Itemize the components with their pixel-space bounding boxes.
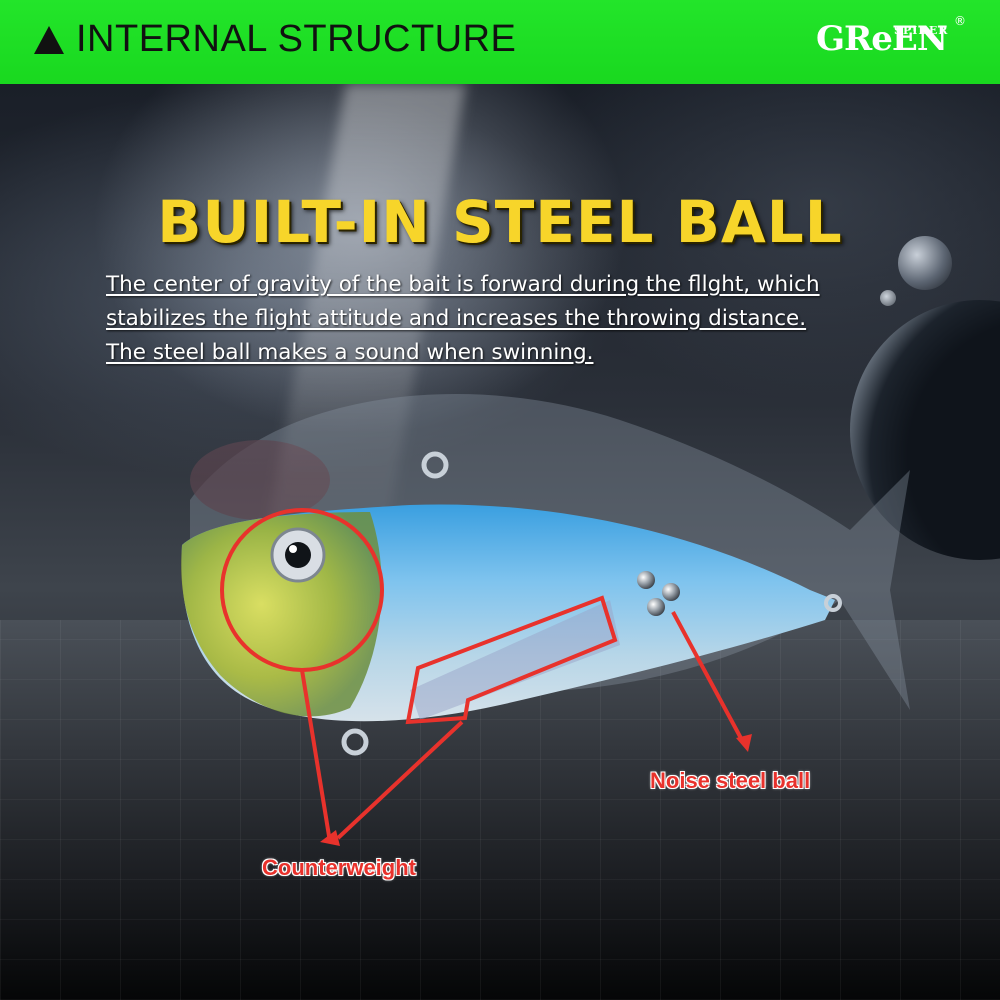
steel-ball (662, 583, 680, 601)
logo-wordmark: GReEN (816, 19, 948, 59)
lure-illustration (181, 451, 842, 756)
counterweight-outline (405, 595, 618, 725)
description: The center of gravity of the bait is for… (106, 268, 946, 370)
noise-ball-arrow (671, 611, 745, 743)
steel-ball (647, 598, 665, 616)
counterweight-circle (220, 508, 384, 672)
counterweight-label: Counterweight (262, 855, 416, 880)
brand-logo: GReEN SPIDER ® (816, 14, 966, 70)
noise-steel-ball-label: Noise steel ball (650, 768, 811, 793)
logo-subtext: SPIDER (894, 24, 949, 37)
description-line: stabilizes the flight attitude and incre… (106, 306, 807, 331)
top-eyelet (421, 451, 449, 479)
headline: BUILT-IN STEEL BALL (157, 188, 843, 256)
header-bar: INTERNAL STRUCTURE GReEN SPIDER ® (0, 0, 1000, 84)
counterweight-arrow (300, 669, 332, 843)
bottom-eyelet (341, 728, 369, 756)
section-title: INTERNAL STRUCTURE (34, 18, 516, 61)
description-line: The center of gravity of the bait is for… (106, 272, 820, 297)
tiny-planet (880, 290, 896, 306)
triangle-icon (34, 25, 64, 54)
description-line: The steel ball makes a sound when swinni… (106, 340, 594, 365)
steel-ball (637, 571, 655, 589)
small-planet (898, 236, 952, 290)
section-title-text: INTERNAL STRUCTURE (76, 18, 517, 60)
registered-mark: ® (954, 14, 966, 28)
